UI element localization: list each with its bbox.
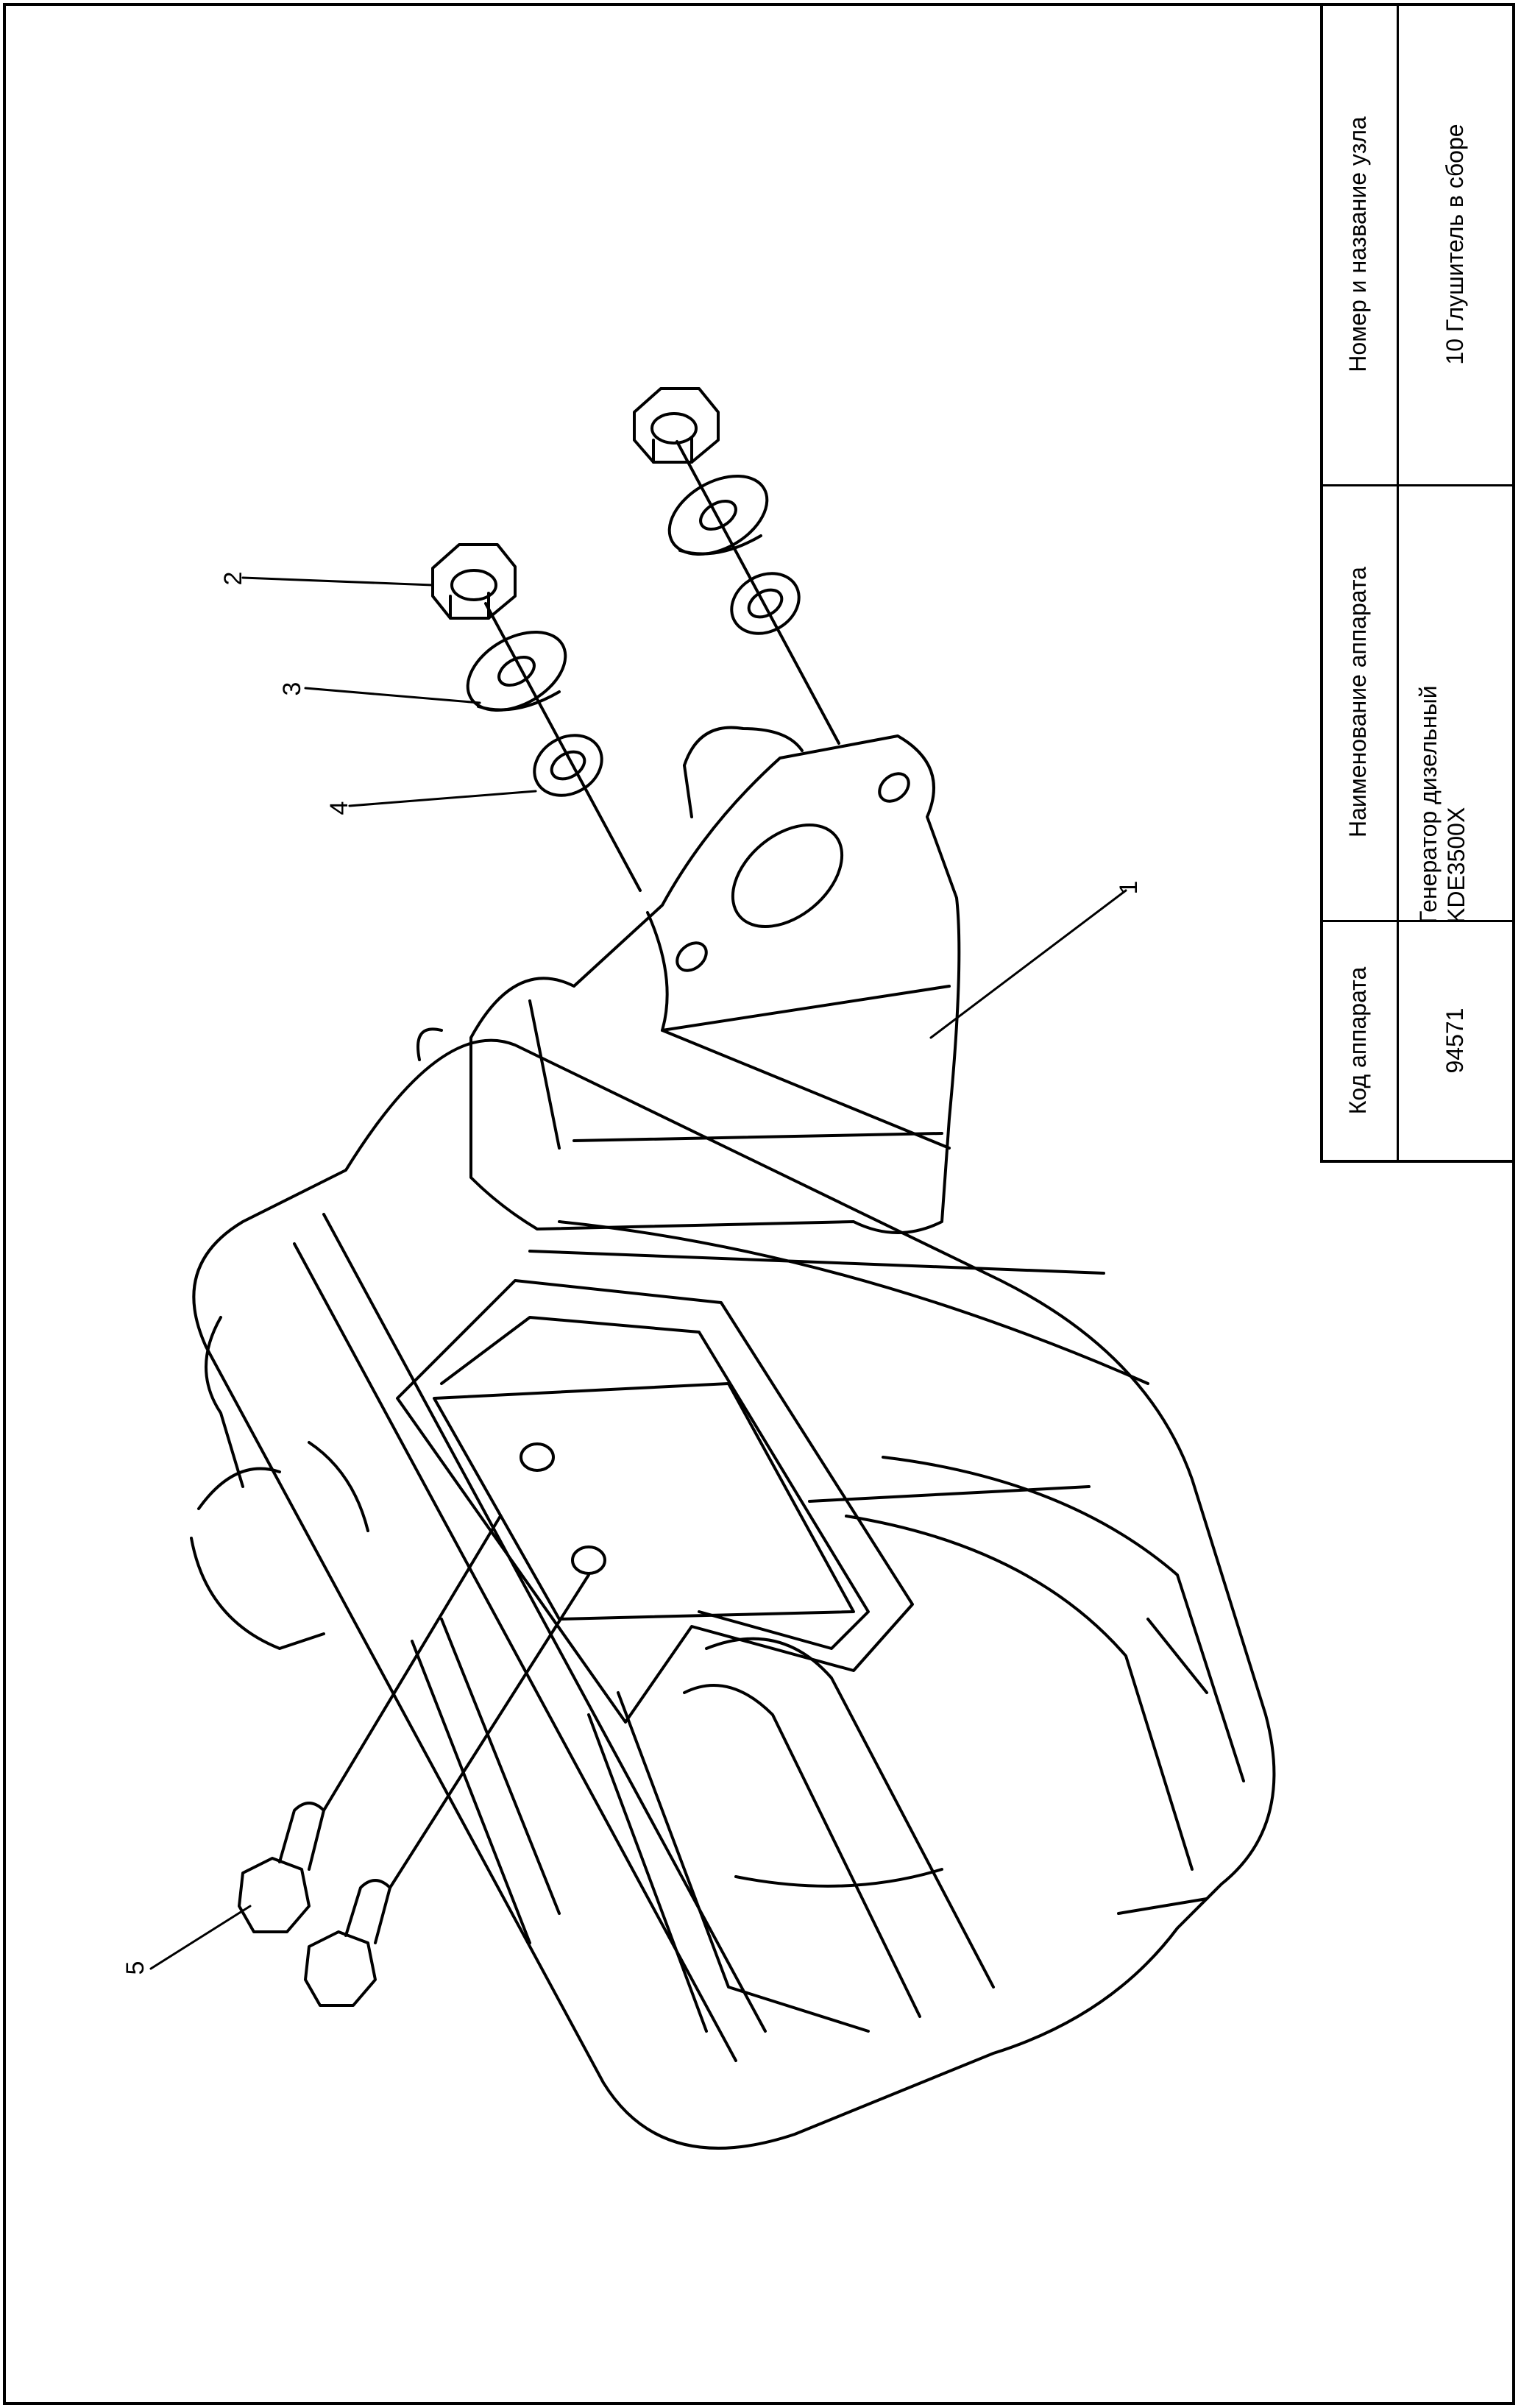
callout-5: 5 <box>121 1961 149 1975</box>
mounting-plate <box>433 1382 855 1621</box>
muffler-body <box>190 1038 1276 2150</box>
title-block-middle-divider <box>1397 3 1399 1163</box>
lock-washer-part-4 <box>533 734 603 797</box>
washer-part-3 <box>466 630 567 712</box>
bolt-lower <box>304 1573 590 2007</box>
washer-upper <box>667 474 769 556</box>
title-block-bottom-border <box>1320 1160 1515 1163</box>
title-block-row-divider-2 <box>1320 484 1515 486</box>
callout-3: 3 <box>278 681 306 696</box>
lock-washer-upper <box>730 572 801 635</box>
studs <box>484 440 840 892</box>
muffler-bracket-loop <box>396 1279 914 1724</box>
bolt-part-5 <box>238 1515 502 1933</box>
nut-upper <box>633 387 720 464</box>
title-block-left-border <box>1320 3 1323 1163</box>
nut-part-2 <box>431 543 517 620</box>
callout-2: 2 <box>219 571 247 586</box>
callout-1: 1 <box>1115 880 1143 895</box>
sheet-frame <box>3 3 1515 2405</box>
title-block-row-divider-1 <box>1320 920 1515 922</box>
callout-4: 4 <box>325 801 353 815</box>
exhaust-inlet-flange <box>416 726 961 1234</box>
leader-lines <box>149 576 1127 1970</box>
